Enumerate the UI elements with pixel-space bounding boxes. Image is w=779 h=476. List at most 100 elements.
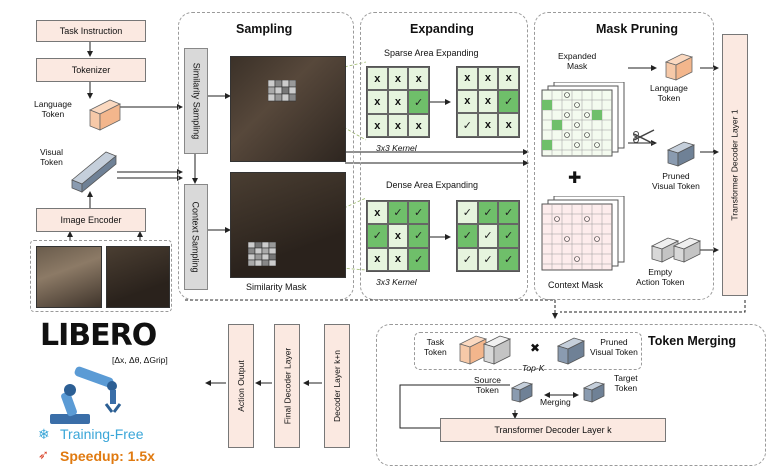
context-mask-stack xyxy=(541,196,625,271)
sampling-panel xyxy=(178,12,354,300)
sparse-after-cell: x xyxy=(477,89,499,114)
mask-pruning-title: Mask Pruning xyxy=(596,22,678,36)
tokenizer-box: Tokenizer xyxy=(36,58,146,82)
similarity-sampling-box: Similarity Sampling xyxy=(184,48,208,154)
empty-action-token-label: Empty Action Token xyxy=(636,267,685,287)
final-decoder-layer-label: Final Decoder Layer xyxy=(282,347,293,425)
task-instruction-label: Task Instruction xyxy=(59,26,123,36)
dense-expanding-label: Dense Area Expanding xyxy=(386,180,479,190)
libero-logo: LIBERO xyxy=(40,318,157,353)
target-token-label: Target Token xyxy=(614,373,638,393)
context-sampling-box: Context Sampling xyxy=(184,184,208,290)
sparse-grid-after: x x x x x ✓ ✓ x x xyxy=(456,66,520,138)
input-image-1 xyxy=(36,246,102,308)
dense-after-cell: ✓ xyxy=(498,247,519,271)
sparse-before-cell: x xyxy=(408,114,429,137)
decoder-layer-k1-label: Decoder Layer k+n xyxy=(332,349,342,423)
dense-before-cell: ✓ xyxy=(408,201,429,225)
dense-after-cell: ✓ xyxy=(477,201,499,225)
dense-after-cell: ✓ xyxy=(498,201,519,225)
kernel-label-top: 3x3 Kernel xyxy=(376,143,417,153)
merging-label: Merging xyxy=(540,397,571,407)
dense-before-cell: x xyxy=(367,201,388,225)
sparse-before-cell: x xyxy=(367,90,388,114)
similarity-mask-grid-bottom xyxy=(248,242,276,266)
sparse-after-cell: x xyxy=(498,67,519,90)
plus-symbol: ✚ xyxy=(568,170,582,187)
dense-grid-before: x ✓ ✓ ✓ x ✓ x x ✓ xyxy=(366,200,430,272)
context-mask-label: Context Mask xyxy=(548,280,604,290)
dense-before-cell: ✓ xyxy=(408,224,429,248)
kernel-label-bottom: 3x3 Kernel xyxy=(376,277,417,287)
top-k-label: Top-K xyxy=(522,363,545,373)
dense-after-cell: ✓ xyxy=(457,247,478,271)
action-output-box: Action Output xyxy=(228,324,254,448)
sparse-before-cell: x xyxy=(367,67,388,90)
sparse-expanding-label: Sparse Area Expanding xyxy=(384,48,479,58)
image-encoder-box: Image Encoder xyxy=(36,208,146,232)
decoder-layer-k1-box: Decoder Layer k+n xyxy=(324,324,350,448)
language-token-icon xyxy=(89,99,121,131)
mask-pruning-panel xyxy=(534,12,714,300)
action-vector-label: [Δx, Δθ, ΔGrip] xyxy=(112,355,168,365)
expanded-mask-label: Expanded Mask xyxy=(558,51,597,71)
input-images-panel xyxy=(30,240,172,312)
sparse-before-cell: x xyxy=(387,90,409,114)
language-token-label: Language Token xyxy=(34,99,72,119)
speedup-label: Speedup: 1.5x xyxy=(60,448,155,464)
image-encoder-label: Image Encoder xyxy=(60,215,122,225)
decoder-layer-k-box: Transformer Decoder Layer k xyxy=(440,418,666,442)
tokenizer-label: Tokenizer xyxy=(71,65,111,75)
dense-after-cell: ✓ xyxy=(457,201,478,225)
expanding-panel xyxy=(360,12,528,300)
source-token-label: Source Token xyxy=(474,375,501,395)
decoder-layer-k-label: Transformer Decoder Layer k xyxy=(494,425,612,435)
dense-after-cell: ✓ xyxy=(477,224,499,248)
dense-grid-after: ✓ ✓ ✓ ✓ ✓ ✓ ✓ ✓ ✓ xyxy=(456,200,520,272)
token-merging-inner-panel xyxy=(414,332,642,370)
language-token-label-right: Language Token xyxy=(650,83,688,103)
pruned-visual-token-label-merge: Pruned Visual Token xyxy=(590,337,638,357)
sparse-before-cell: ✓ xyxy=(408,90,429,114)
sparse-grid-before: x x x x x ✓ x x x xyxy=(366,66,430,138)
visual-token-icon xyxy=(71,151,117,193)
sparse-before-cell: x xyxy=(387,114,409,137)
sparse-after-cell: ✓ xyxy=(457,113,478,137)
decoder-layer-1-label: Transformer Decoder Layer 1 xyxy=(730,109,740,221)
task-token-label: Task Token xyxy=(424,337,447,357)
empty-action-token-icon xyxy=(650,237,702,263)
action-output-label: Action Output xyxy=(236,360,247,412)
target-token-icon xyxy=(582,381,606,403)
dense-before-cell: ✓ xyxy=(367,224,388,248)
sparse-after-cell: x xyxy=(457,67,478,90)
token-merging-title: Token Merging xyxy=(648,334,736,348)
source-token-icon xyxy=(510,381,534,403)
sparse-after-cell: x xyxy=(477,67,499,90)
sparse-before-cell: x xyxy=(408,67,429,90)
sparse-before-cell: x xyxy=(367,114,388,137)
sparse-after-cell: ✓ xyxy=(498,89,519,114)
scissors-icon xyxy=(633,129,655,145)
decoder-layer-1-box: Transformer Decoder Layer 1 xyxy=(722,34,748,296)
dense-after-cell: ✓ xyxy=(457,224,478,248)
dense-after-cell: ✓ xyxy=(498,224,519,248)
language-token-icon-right xyxy=(664,53,694,81)
similarity-sampling-label: Similarity Sampling xyxy=(191,62,201,140)
expanded-mask-stack xyxy=(541,82,625,157)
similarity-mask-label: Similarity Mask xyxy=(246,282,307,292)
snowflake-icon: ❄ xyxy=(38,426,50,442)
training-free-label: Training-Free xyxy=(60,426,144,442)
visual-token-label: Visual Token xyxy=(40,147,63,167)
robot-arm-icon xyxy=(50,366,122,424)
sampling-title: Sampling xyxy=(236,22,293,36)
sparse-before-cell: x xyxy=(387,67,409,90)
task-token-icon xyxy=(458,335,512,365)
input-image-2 xyxy=(106,246,170,308)
exclude-x-icon: ✖ xyxy=(530,341,541,355)
dense-after-cell: ✓ xyxy=(477,247,499,271)
dense-before-cell: x xyxy=(367,247,388,271)
similarity-mask-grid-top xyxy=(268,80,296,102)
rocket-icon: ➶ xyxy=(38,447,49,462)
pruned-visual-token-label: Pruned Visual Token xyxy=(652,171,700,191)
expanding-title: Expanding xyxy=(410,22,474,36)
